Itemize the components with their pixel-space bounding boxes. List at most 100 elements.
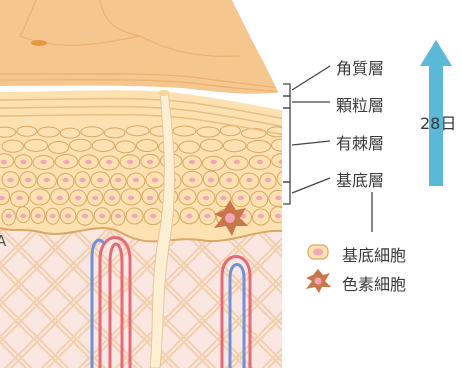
- cell-nucleus: [238, 196, 244, 200]
- legend-item-melanocyte: 色素細胞: [334, 271, 406, 295]
- epidermal-cell: [179, 141, 199, 153]
- edge-letter: A: [0, 232, 6, 250]
- cell-nucleus: [147, 196, 153, 200]
- epidermal-cell: [136, 140, 157, 152]
- epidermal-cell: [126, 126, 149, 136]
- cell-nucleus: [44, 178, 50, 182]
- cell-nucleus: [82, 214, 88, 218]
- cell-nucleus: [20, 160, 26, 164]
- cell-nucleus: [115, 214, 121, 218]
- epidermal-cell: [220, 126, 240, 136]
- cell-nucleus: [204, 214, 210, 218]
- epidermal-cell: [287, 208, 306, 224]
- cell-nucleus: [6, 214, 12, 218]
- label-stratum-spinosum: 有棘層: [336, 130, 384, 154]
- cell-nucleus: [115, 178, 121, 182]
- epidermal-cell: [116, 141, 136, 153]
- bracket-granular: [283, 96, 290, 108]
- cell-nucleus: [220, 196, 226, 200]
- cell-nucleus: [133, 178, 139, 182]
- cell-nucleus: [20, 214, 26, 218]
- epidermal-cell: [271, 139, 291, 151]
- melanocyte-icon: [306, 269, 331, 293]
- cell-nucleus: [210, 160, 216, 164]
- cell-nucleus: [79, 178, 85, 182]
- cell-nucleus: [184, 196, 190, 200]
- legend-label-melanocyte: 色素細胞: [342, 271, 406, 295]
- epidermal-cell: [0, 127, 16, 137]
- label-stratum-basale: 基底層: [336, 167, 384, 191]
- cell-nucleus: [203, 196, 209, 200]
- turnover-label: 28日: [420, 110, 456, 134]
- epidermal-cell: [38, 127, 60, 137]
- epidermal-cell: [223, 140, 246, 152]
- cell-nucleus: [1, 160, 7, 164]
- cell-nucleus: [16, 196, 22, 200]
- cell-nucleus: [208, 178, 214, 182]
- epidermal-cell: [104, 128, 125, 138]
- cell-nucleus: [275, 214, 281, 218]
- pore: [31, 40, 47, 46]
- cell-nucleus: [147, 160, 153, 164]
- cell-nucleus: [49, 214, 55, 218]
- cell-nucleus: [246, 178, 252, 182]
- cell-nucleus: [92, 196, 98, 200]
- cell-nucleus: [275, 196, 281, 200]
- cell-nucleus: [40, 160, 46, 164]
- cell-nucleus: [128, 196, 134, 200]
- cell-nucleus: [99, 214, 105, 218]
- cell-nucleus: [257, 160, 263, 164]
- cell-nucleus: [127, 160, 133, 164]
- epidermal-cell: [25, 139, 48, 151]
- cell-nucleus: [279, 160, 285, 164]
- bracket-basal: [283, 182, 290, 204]
- cell-nucleus: [35, 214, 41, 218]
- cell-nucleus: [109, 196, 115, 200]
- bracket-corneum: [283, 84, 290, 96]
- epidermal-cell: [2, 140, 24, 152]
- cell-nucleus: [7, 178, 13, 182]
- epidermal-cell: [289, 190, 306, 206]
- cell-nucleus: [189, 160, 195, 164]
- epidermal-cell: [288, 126, 313, 136]
- cell-nucleus: [85, 160, 91, 164]
- epidermal-cell: [200, 139, 222, 151]
- epidermal-cell: [277, 171, 293, 187]
- cell-nucleus: [258, 214, 264, 218]
- cell-nucleus: [57, 196, 63, 200]
- cell-nucleus: [75, 196, 81, 200]
- cell-nucleus: [25, 178, 31, 182]
- cell-nucleus: [63, 160, 69, 164]
- epidermal-cell: [70, 139, 92, 151]
- label-stratum-granulosum: 顆粒層: [336, 92, 384, 116]
- layer-brackets: [283, 84, 290, 204]
- cell-nucleus: [293, 214, 299, 218]
- cell-nucleus: [65, 214, 71, 218]
- cell-nucleus: [106, 160, 112, 164]
- cell-nucleus: [62, 178, 68, 182]
- legend-item-basal-cell: 基底細胞: [334, 242, 406, 266]
- cell-nucleus: [131, 214, 137, 218]
- cell-nucleus: [97, 178, 103, 182]
- cell-nucleus: [189, 178, 195, 182]
- epidermal-cell: [60, 128, 79, 138]
- cell-nucleus: [256, 196, 262, 200]
- cell-nucleus: [186, 214, 192, 218]
- cell-nucleus: [37, 196, 43, 200]
- cell-nucleus: [226, 178, 232, 182]
- legend-label-basal-cell: 基底細胞: [342, 242, 406, 266]
- cell-nucleus: [150, 214, 156, 218]
- epidermal-cell: [92, 139, 114, 151]
- cell-nucleus: [265, 178, 271, 182]
- epidermal-cell: [17, 126, 37, 136]
- epidermal-cell: [173, 126, 196, 136]
- basal-cell-icon: [308, 245, 328, 259]
- epidermal-cell: [49, 141, 69, 153]
- epidermal-cell: [247, 140, 271, 152]
- cell-nucleus: [234, 160, 240, 164]
- cell-nucleus: [294, 196, 300, 200]
- bracket-spinous: [283, 108, 290, 182]
- epidermal-cell: [197, 127, 219, 137]
- epidermal-cell: [81, 127, 104, 137]
